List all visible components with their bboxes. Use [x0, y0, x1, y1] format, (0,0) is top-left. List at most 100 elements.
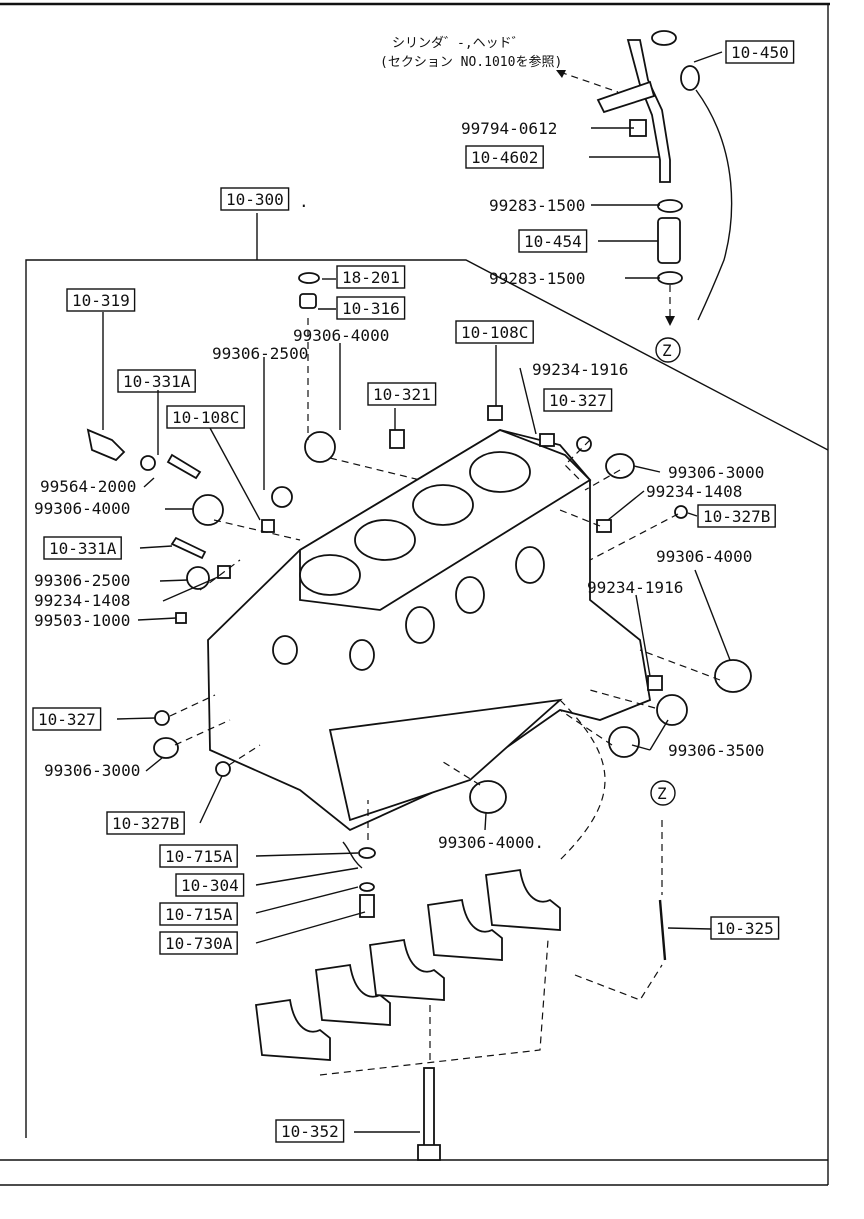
cylinder-bore-4: [469, 451, 531, 493]
clamp-lower: [657, 271, 683, 285]
ref-box-text: 10-450: [731, 43, 789, 62]
ref-box-text: 10-715A: [165, 847, 233, 866]
screw-99503-1000: [175, 612, 187, 624]
note-arrow-line: [559, 71, 619, 93]
ref-box-frame: [175, 873, 245, 897]
part-number-99306-4000-right: 99306-4000: [656, 547, 752, 566]
plug-99306-4000-right: [714, 659, 752, 693]
ref-box-frame: [159, 931, 238, 955]
ref-box-text: 10-730A: [165, 934, 233, 953]
ref-box-frame: [159, 844, 238, 868]
plug-10-316: [299, 293, 317, 309]
plug-99306-3000-left: [153, 737, 179, 759]
ref-box-text: 10-304: [181, 876, 239, 895]
zone-marker-upper: [655, 337, 681, 363]
part-number-99283-1500-a: 99283-1500: [489, 196, 585, 215]
ref-box-text: 10-454: [524, 232, 582, 251]
ref-box-10-4602: 10-4602: [465, 145, 544, 169]
block-port-3: [515, 546, 545, 584]
dipstick-rod: [695, 89, 733, 321]
washer-10-715a-1: [358, 847, 376, 859]
block-port-2: [455, 576, 485, 614]
plug-99306-3500-b: [608, 726, 640, 758]
bearing-cap-3: [369, 938, 445, 1001]
dashed-assembly-lines: [169, 439, 721, 1060]
washer-99564-2000: [140, 455, 156, 471]
ref-box-frame: [275, 1119, 345, 1143]
plug-99306-3000-right: [605, 453, 635, 479]
ref-box-18-201: 18-201: [336, 265, 406, 289]
ref-box-text: 10-327B: [703, 507, 770, 526]
ref-box-frame: [220, 187, 290, 211]
pin-99234-1408-right: [596, 519, 612, 533]
plug-10-327-top: [576, 436, 592, 452]
dipstick-handle-ring: [651, 30, 677, 46]
bolt-10-352: [423, 1067, 435, 1147]
ref-box-10-715a-1: 10-715A: [159, 844, 238, 868]
part-number-99283-1500-b: 99283-1500: [489, 269, 585, 288]
ref-box-frame: [336, 296, 406, 320]
part-number-99564-2000: 99564-2000: [40, 477, 136, 496]
boxed-labels: 10-450 10-4602 10-454 10-300 18-201 10-316 10-…: [32, 40, 795, 1143]
pin-99234-1916-top: [539, 433, 555, 447]
ref-box-frame: [166, 405, 245, 429]
part-number-99306-4000-top: 99306-4000: [293, 326, 389, 345]
note-cylinder-head: シリンダ゛-,ヘッド゛: [392, 36, 525, 51]
ref-box-10-319: 10-319: [66, 288, 136, 312]
ref-box-10-108c-top: 10-108C: [455, 320, 534, 344]
block-port-1: [405, 606, 435, 644]
ref-box-text: 10-327: [38, 710, 96, 729]
ref-box-text: 10-327B: [112, 814, 179, 833]
ref-box-frame: [106, 811, 185, 835]
ref-box-frame: [367, 382, 437, 406]
sensor-10-319: [86, 428, 126, 462]
leader-lines: [102, 51, 731, 1133]
part-number-99306-3000-right: 99306-3000: [668, 463, 764, 482]
ref-box-text: 18-201: [342, 268, 400, 287]
cylinder-bore-1: [299, 554, 361, 596]
ref-box-text: 10-300: [226, 190, 284, 209]
bearing-cap-1: [255, 998, 331, 1061]
assembly-enclosure: [25, 259, 829, 1138]
cap-18-201: [298, 272, 320, 284]
dowel-10-108c-top: [487, 405, 503, 421]
ref-box-10-730a: 10-730A: [159, 931, 238, 955]
stud-10-331a-top: [166, 453, 202, 480]
ref-box-frame: [518, 229, 588, 253]
plug-99306-3500-a: [656, 694, 688, 726]
plug-99306-2500-top: [271, 486, 293, 508]
ref-box-10-316: 10-316: [336, 296, 406, 320]
ref-box-frame: [32, 707, 102, 731]
ref-box-10-327b-left: 10-327B: [106, 811, 185, 835]
rubber-hose: [657, 217, 681, 264]
part-number-99306-4000-bottom: 99306-4000.: [438, 833, 544, 852]
ref-box-frame: [66, 288, 136, 312]
ref-box-text: 10-715A: [165, 905, 233, 924]
part-number-99306-3500: 99306-3500: [668, 741, 764, 760]
dowel-10-108c-left: [261, 519, 275, 533]
ref-box-frame: [43, 536, 122, 560]
part-number-99306-2500-left: 99306-2500: [34, 571, 130, 590]
ref-box-10-327b-right: 10-327B: [697, 504, 776, 528]
ref-box-text: 10-319: [72, 291, 130, 310]
ref-box-frame: [697, 504, 776, 528]
ref-box-frame: [455, 320, 534, 344]
block-port-4: [349, 639, 375, 671]
part-number-99503-1000: 99503-1000: [34, 611, 130, 630]
part-number-99234-1916-top: 99234-1916: [532, 360, 628, 379]
ref-box-text: 10-108C: [172, 408, 239, 427]
stud-10-331a-left: [170, 536, 207, 560]
ref-box-text: 10-327: [549, 391, 607, 410]
ref-box-frame: [336, 265, 406, 289]
note-arrow-head: [556, 70, 566, 78]
bolt-10-321: [389, 429, 405, 449]
ref-box-10-327-left: 10-327: [32, 707, 102, 731]
pin-99234-1916-right: [647, 675, 663, 691]
tube-bracket: [596, 80, 656, 114]
z-arrow-head: [665, 316, 675, 326]
ref-box-10-331a-top: 10-331A: [117, 369, 196, 393]
ref-box-10-321: 10-321: [367, 382, 437, 406]
ref-box-10-108c-left: 10-108C: [166, 405, 245, 429]
